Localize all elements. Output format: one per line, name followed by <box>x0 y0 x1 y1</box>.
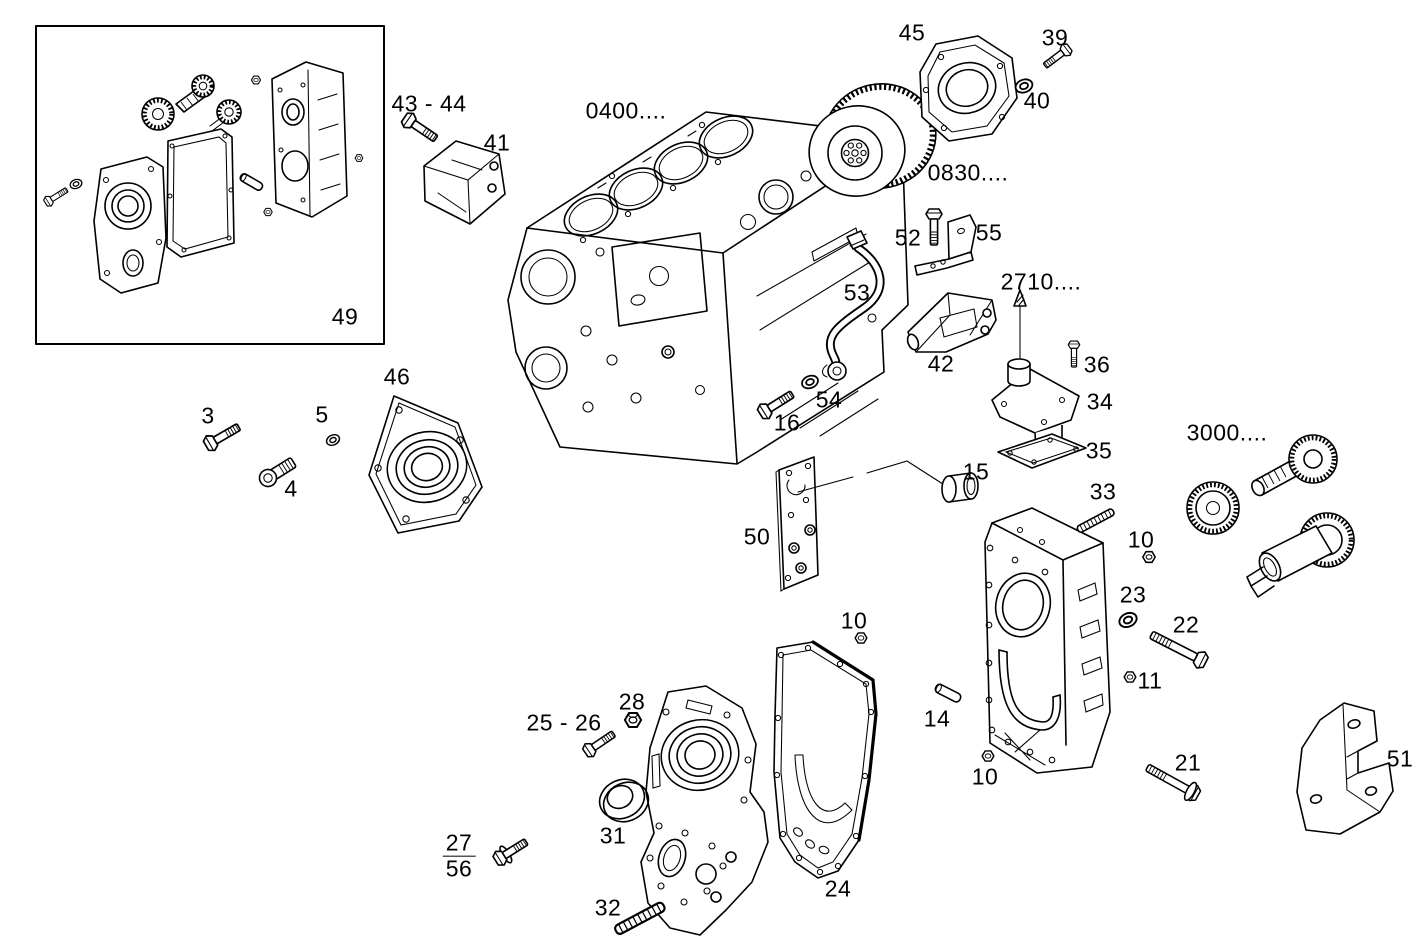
callout-0400: 0400.... <box>585 97 667 124</box>
ref-arrow-2710 <box>1013 289 1027 359</box>
bracket-41 <box>423 140 506 225</box>
callout-55: 55 <box>975 219 1003 246</box>
seal-cover-46 <box>368 395 483 534</box>
callout-34: 34 <box>1086 388 1114 415</box>
callout-25-26: 25 - 26 <box>526 709 602 736</box>
callout-51: 51 <box>1386 745 1414 772</box>
nut-28 <box>623 712 643 728</box>
callout-36: 36 <box>1083 351 1111 378</box>
callout-39: 39 <box>1041 24 1069 51</box>
box-nut-2 <box>354 154 364 162</box>
front-timing-cover <box>640 685 769 936</box>
bracket-51 <box>1296 702 1394 835</box>
callout-41: 41 <box>483 129 511 156</box>
callout-10-bottom: 10 <box>971 763 999 790</box>
bolt-36 <box>1067 340 1081 368</box>
bolt-21 <box>1142 759 1203 804</box>
cover-plate-50 <box>775 456 819 592</box>
nut-10-mid <box>854 632 868 644</box>
callout-21: 21 <box>1174 749 1202 776</box>
callout-52: 52 <box>894 224 922 251</box>
gasket-plate-35 <box>997 433 1087 469</box>
callout-53: 53 <box>843 279 871 306</box>
callout-24: 24 <box>824 875 852 902</box>
callout-32: 32 <box>594 894 622 921</box>
callout-54: 54 <box>815 386 843 413</box>
bolt-27-56 <box>490 834 532 869</box>
housing-gasket <box>166 128 235 258</box>
callout-33: 33 <box>1089 478 1117 505</box>
callout-46: 46 <box>383 363 411 390</box>
timing-gear-case <box>984 507 1111 774</box>
callout-10-top: 10 <box>1127 526 1155 553</box>
dowel-pin-14 <box>934 683 962 703</box>
callout-35: 35 <box>1085 437 1113 464</box>
callout-22: 22 <box>1172 611 1200 638</box>
callout-50: 50 <box>743 523 771 550</box>
callout-11: 11 <box>1137 667 1163 694</box>
box-washer <box>68 177 84 191</box>
callout-16: 16 <box>773 409 801 436</box>
nut-10-bottom <box>981 750 995 762</box>
callout-56: 56 <box>445 855 473 882</box>
callout-42: 42 <box>927 350 955 377</box>
callout-15: 15 <box>962 458 990 485</box>
seal-ring-31 <box>598 778 650 823</box>
callout-10-mid: 10 <box>840 607 868 634</box>
callout-28: 28 <box>618 688 646 715</box>
box-nut-3 <box>263 207 273 217</box>
callout-31: 31 <box>599 822 627 849</box>
callout-27: 27 <box>442 830 476 857</box>
callout-14: 14 <box>923 705 951 732</box>
callout-5: 5 <box>315 401 329 428</box>
hose-53 <box>821 230 885 381</box>
bolt-52 <box>925 208 943 246</box>
nut-10-top <box>1142 550 1156 564</box>
nut-11 <box>1123 671 1137 683</box>
seal-carrier-45 <box>919 35 1018 142</box>
callout-23: 23 <box>1119 581 1147 608</box>
callout-0830: 0830.... <box>927 159 1009 186</box>
washer-5 <box>324 431 342 449</box>
callout-49: 49 <box>331 303 359 330</box>
callout-3: 3 <box>201 402 215 429</box>
callout-3000: 3000.... <box>1186 419 1268 446</box>
gear-set-3000 <box>1186 434 1355 598</box>
stud-33 <box>1075 506 1116 535</box>
callout-2710: 2710.... <box>1000 268 1082 295</box>
leader-line-15 <box>797 460 947 493</box>
box-bolt <box>41 184 71 209</box>
bracket-55 <box>914 214 977 276</box>
idler-gears <box>141 74 242 132</box>
assembly-box-49 <box>35 25 385 345</box>
dowel-pin-box <box>239 173 264 191</box>
timing-cover-small <box>93 156 167 294</box>
callout-4: 4 <box>284 475 298 502</box>
gear-sleeve <box>1246 512 1355 598</box>
bushing-15 <box>941 472 979 503</box>
stud-32 <box>612 899 668 937</box>
callout-27-56: 27 56 <box>442 830 476 882</box>
box-nut-1 <box>250 75 262 85</box>
callout-40: 40 <box>1023 87 1051 114</box>
gear-housing <box>271 61 348 218</box>
support-plate-34 <box>991 358 1080 451</box>
gear-shaft <box>1251 434 1338 497</box>
washer-23 <box>1116 609 1140 631</box>
bracket-42 <box>906 292 997 353</box>
callout-43-44: 43 - 44 <box>391 90 467 117</box>
callout-45: 45 <box>898 19 926 46</box>
cover-gasket-24 <box>773 640 878 879</box>
